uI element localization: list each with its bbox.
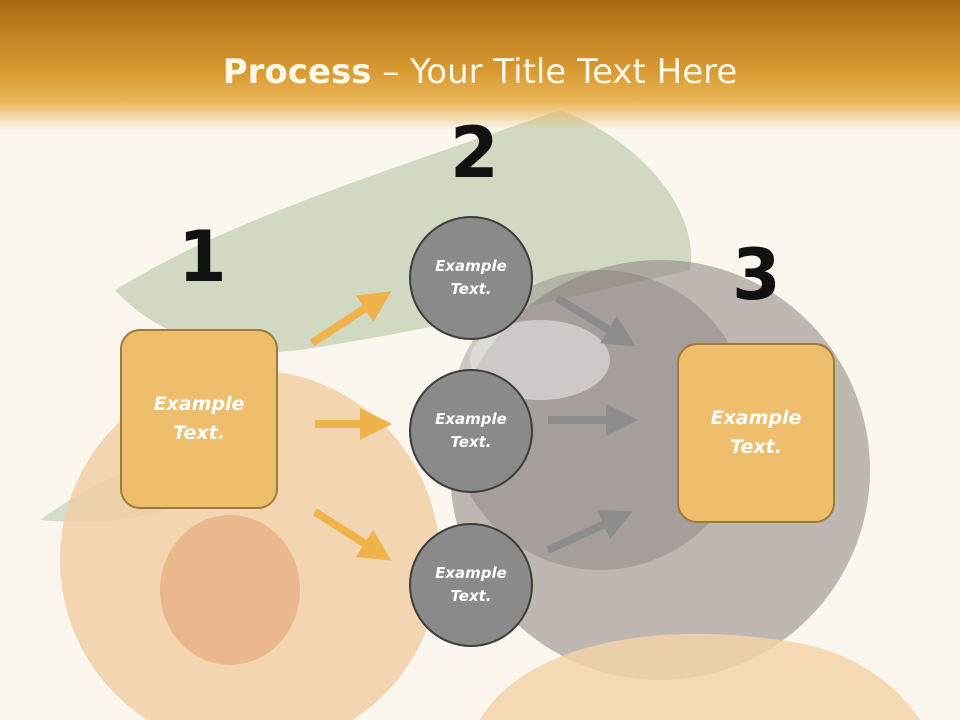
arrow-bottom-to-3 xyxy=(546,510,633,554)
arrow-1-to-top xyxy=(309,291,392,347)
step-box-1: Example Text. xyxy=(120,329,278,509)
title-rest: – Your Title Text Here xyxy=(371,52,738,92)
step-number-2: 2 xyxy=(450,112,499,194)
step-circle-top-label: Example Text. xyxy=(435,257,507,298)
arrow-1-to-bottom xyxy=(312,508,392,561)
arrow-top-to-3 xyxy=(554,294,636,347)
step-box-1-label: Example Text. xyxy=(153,393,245,444)
step-circle-middle: Example Text. xyxy=(409,369,533,493)
step-circle-middle-label: Example Text. xyxy=(435,410,507,451)
step-box-3: Example Text. xyxy=(677,343,835,523)
step-circle-bottom: Example Text. xyxy=(409,523,533,647)
title-bold: Process xyxy=(222,52,372,92)
step-circle-top: Example Text. xyxy=(409,216,533,340)
step-box-3-label: Example Text. xyxy=(710,407,802,458)
slide-title: Process – Your Title Text Here xyxy=(0,52,960,92)
step-circle-bottom-label: Example Text. xyxy=(435,564,507,605)
title-bar xyxy=(0,0,960,130)
step-number-3: 3 xyxy=(732,234,781,316)
step-number-1: 1 xyxy=(178,216,227,298)
